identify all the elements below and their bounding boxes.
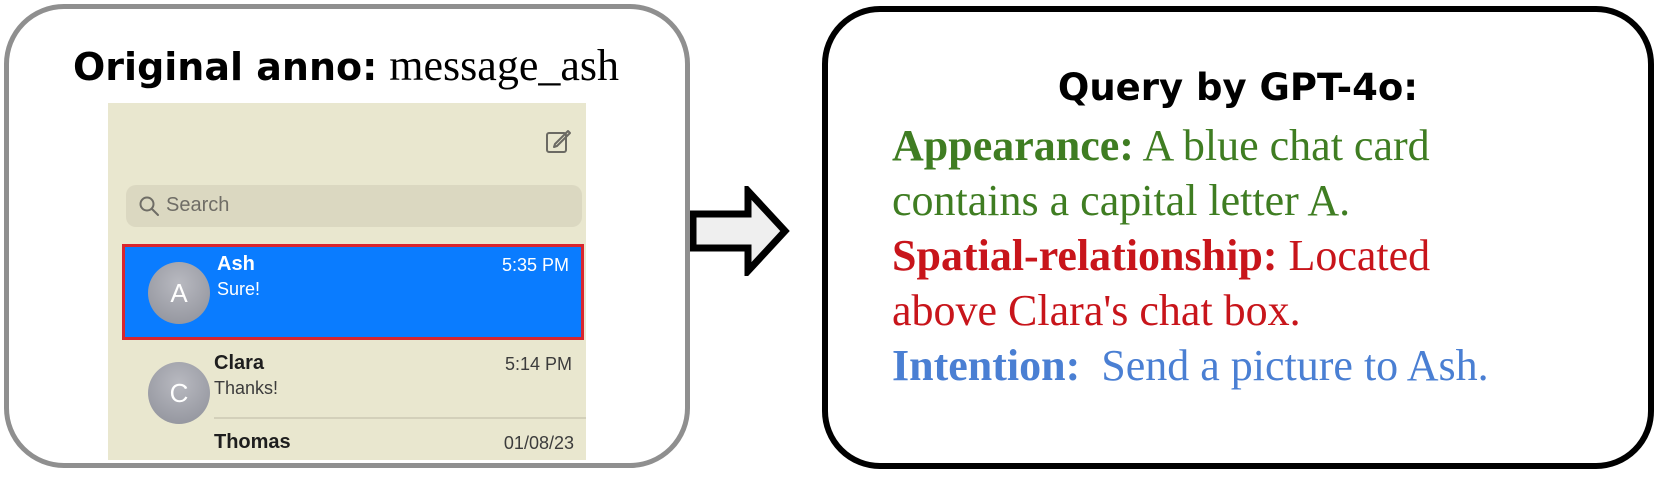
search-placeholder: Search bbox=[166, 194, 230, 216]
query-title: Query by GPT-4o: bbox=[1057, 66, 1419, 109]
intention-label: Intention: bbox=[892, 341, 1081, 390]
chat-row-clara[interactable]: C Clara Thanks! 5:14 PM bbox=[122, 344, 584, 440]
original-anno-label: Original anno: bbox=[73, 45, 378, 89]
right-arrow-icon bbox=[690, 186, 790, 276]
chat-name: Thomas bbox=[214, 431, 291, 453]
messages-screenshot: Search A Ash Sure! 5:35 PM C Clara Thank… bbox=[108, 103, 586, 460]
intention-line: Intention: Send a picture to Ash. bbox=[892, 340, 1489, 391]
chat-time: 5:14 PM bbox=[504, 354, 572, 374]
appearance-text-1: A blue chat card bbox=[1142, 121, 1430, 170]
intention-text: Send a picture to Ash. bbox=[1101, 341, 1489, 390]
appearance-line-2: contains a capital letter A. bbox=[892, 175, 1350, 226]
appearance-line-1: Appearance: A blue chat card bbox=[892, 120, 1430, 171]
spatial-label: Spatial-relationship: bbox=[892, 231, 1278, 280]
row-divider bbox=[214, 417, 586, 419]
chat-message-preview: Sure! bbox=[217, 279, 261, 299]
avatar: A bbox=[148, 262, 210, 324]
gpt-query-panel bbox=[822, 6, 1654, 469]
spatial-line-2: above Clara's chat box. bbox=[892, 285, 1301, 336]
chat-name: Clara bbox=[214, 352, 265, 374]
original-anno-value: message_ash bbox=[389, 41, 620, 90]
chat-time: 01/08/23 bbox=[503, 433, 574, 453]
appearance-text-2: contains a capital letter A. bbox=[892, 176, 1351, 225]
spatial-text-1: Located bbox=[1288, 231, 1431, 280]
chat-time: 5:35 PM bbox=[501, 255, 569, 275]
chat-name: Ash bbox=[217, 253, 255, 275]
avatar: C bbox=[148, 362, 210, 424]
compose-icon[interactable] bbox=[544, 127, 572, 155]
chat-message-preview: Thanks! bbox=[214, 378, 279, 398]
original-annotation-title: Original anno: message_ash bbox=[73, 40, 619, 92]
chat-row-partial[interactable]: Thomas 01/08/23 bbox=[214, 431, 586, 460]
spatial-line-1: Spatial-relationship: Located bbox=[892, 230, 1430, 281]
search-bar[interactable]: Search bbox=[126, 185, 582, 227]
appearance-label: Appearance: bbox=[892, 121, 1134, 170]
search-icon bbox=[139, 196, 159, 216]
spatial-text-2: above Clara's chat box. bbox=[892, 286, 1301, 335]
chat-row-ash[interactable]: A Ash Sure! 5:35 PM bbox=[122, 244, 584, 340]
